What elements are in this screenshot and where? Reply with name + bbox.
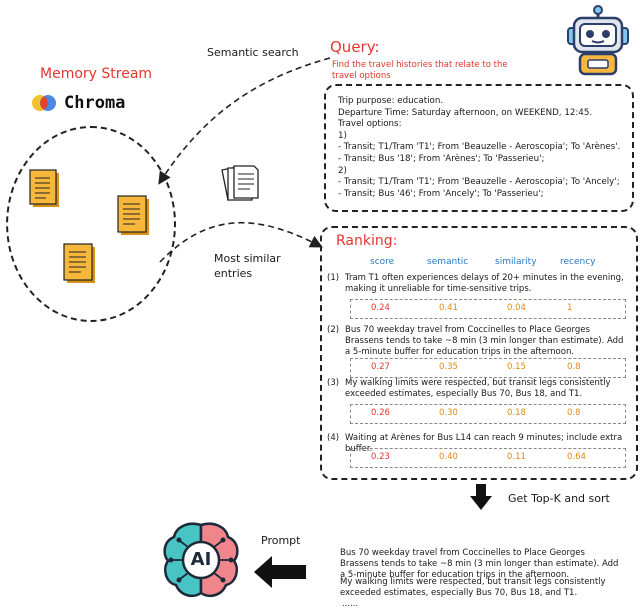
ranking-item-text: Tram T1 often experiences delays of 20+ … <box>345 273 624 294</box>
score-value: 0.27 <box>371 362 390 372</box>
semantic-value: 0.40 <box>439 452 458 462</box>
query-line: - Transit; Bus '18'; From 'Arènes'; To '… <box>338 153 545 164</box>
document-icon <box>29 169 59 207</box>
ranking-item-text: Waiting at Arènes for Bus L14 can reach … <box>345 433 623 454</box>
query-line: 2) <box>338 165 347 176</box>
query-title: Query: <box>330 38 380 56</box>
ranking-item-number: (3) <box>327 378 340 388</box>
query-line: 1) <box>338 130 347 141</box>
brain-icon <box>163 522 239 597</box>
robot-icon <box>567 5 629 76</box>
semantic-search-arrow <box>158 57 331 185</box>
similarity-value: 0.04 <box>507 303 526 313</box>
score-value: 0.24 <box>371 303 390 313</box>
chroma-logo: Chroma <box>30 93 170 115</box>
query-subtitle: Find the travel histories that relate to… <box>332 60 508 81</box>
memory-circle <box>6 126 176 322</box>
ranking-item-text: Bus 70 weekday travel from Coccinelles t… <box>345 325 624 357</box>
recency-value: 0.64 <box>567 452 586 462</box>
down-arrow-icon <box>470 484 492 510</box>
ranking-item-number: (2) <box>327 325 340 335</box>
ranking-item-number: (1) <box>327 273 340 283</box>
result-text-1: Bus 70 weekday travel from Coccinelles t… <box>340 548 619 580</box>
semantic-value: 0.41 <box>439 303 458 313</box>
query-line: - Transit; T1/Tram 'T1'; From 'Beauzelle… <box>338 142 621 153</box>
ranking-box <box>320 226 638 480</box>
ranking-score-row: 0.26 0.30 0.18 0.8 <box>350 404 626 424</box>
result-ellipsis: ...... <box>342 599 359 609</box>
similarity-value: 0.11 <box>507 452 526 462</box>
recency-value: 1 <box>567 303 573 313</box>
query-line: Travel options: <box>338 119 402 130</box>
left-arrow-icon <box>254 556 306 588</box>
chroma-icon <box>32 95 56 111</box>
ranking-item-text: My walking limits were respected, but tr… <box>345 378 611 399</box>
query-line: Departure Time: Saturday afternoon, on W… <box>338 107 593 118</box>
score-value: 0.23 <box>371 452 390 462</box>
ai-label: AI <box>190 549 212 570</box>
query-line: Trip purpose: education. <box>338 96 444 106</box>
ranking-header-similarity: similarity <box>495 257 537 267</box>
ai-brain: AI <box>158 517 244 603</box>
semantic-value: 0.30 <box>439 408 458 418</box>
query-line: - Transit; Bus '46'; From 'Ancely'; To '… <box>338 188 544 199</box>
score-value: 0.26 <box>371 408 390 418</box>
memory-stream-label: Memory Stream <box>40 66 153 82</box>
ranking-title: Ranking: <box>336 233 398 249</box>
query-line: - Transit; T1/Tram 'T1'; From 'Beauzelle… <box>338 177 620 188</box>
ranking-header-semantic: semantic <box>427 257 469 267</box>
ranking-header-recency: recency <box>560 257 596 267</box>
most-similar-arrow <box>159 222 323 263</box>
similarity-value: 0.15 <box>507 362 526 372</box>
ranking-score-row: 0.23 0.40 0.11 0.64 <box>350 448 626 468</box>
ranking-header-score: score <box>370 257 395 267</box>
papers-icon <box>221 165 259 201</box>
topk-label: Get Top-K and sort <box>508 492 610 505</box>
recency-value: 0.8 <box>567 362 581 372</box>
prompt-label: Prompt <box>261 534 301 547</box>
ranking-item-number: (4) <box>327 433 340 443</box>
query-text: Trip purpose: education. Departure Time:… <box>338 96 630 200</box>
recency-value: 0.8 <box>567 408 581 418</box>
query-box: Trip purpose: education. Departure Time:… <box>324 84 634 212</box>
document-icon <box>117 195 149 235</box>
similarity-value: 0.18 <box>507 408 526 418</box>
memory-documents <box>29 169 149 283</box>
most-similar-label: Most similar entries <box>214 252 281 280</box>
semantic-value: 0.35 <box>439 362 458 372</box>
semantic-search-label: Semantic search <box>207 46 299 59</box>
chroma-label: Chroma <box>64 93 126 113</box>
result-text-2: My walking limits were respected, but tr… <box>340 577 606 598</box>
ranking-score-row: 0.24 0.41 0.04 1 <box>350 299 626 319</box>
ranking-score-row: 0.27 0.35 0.15 0.8 <box>350 358 626 378</box>
document-icon <box>63 243 95 283</box>
